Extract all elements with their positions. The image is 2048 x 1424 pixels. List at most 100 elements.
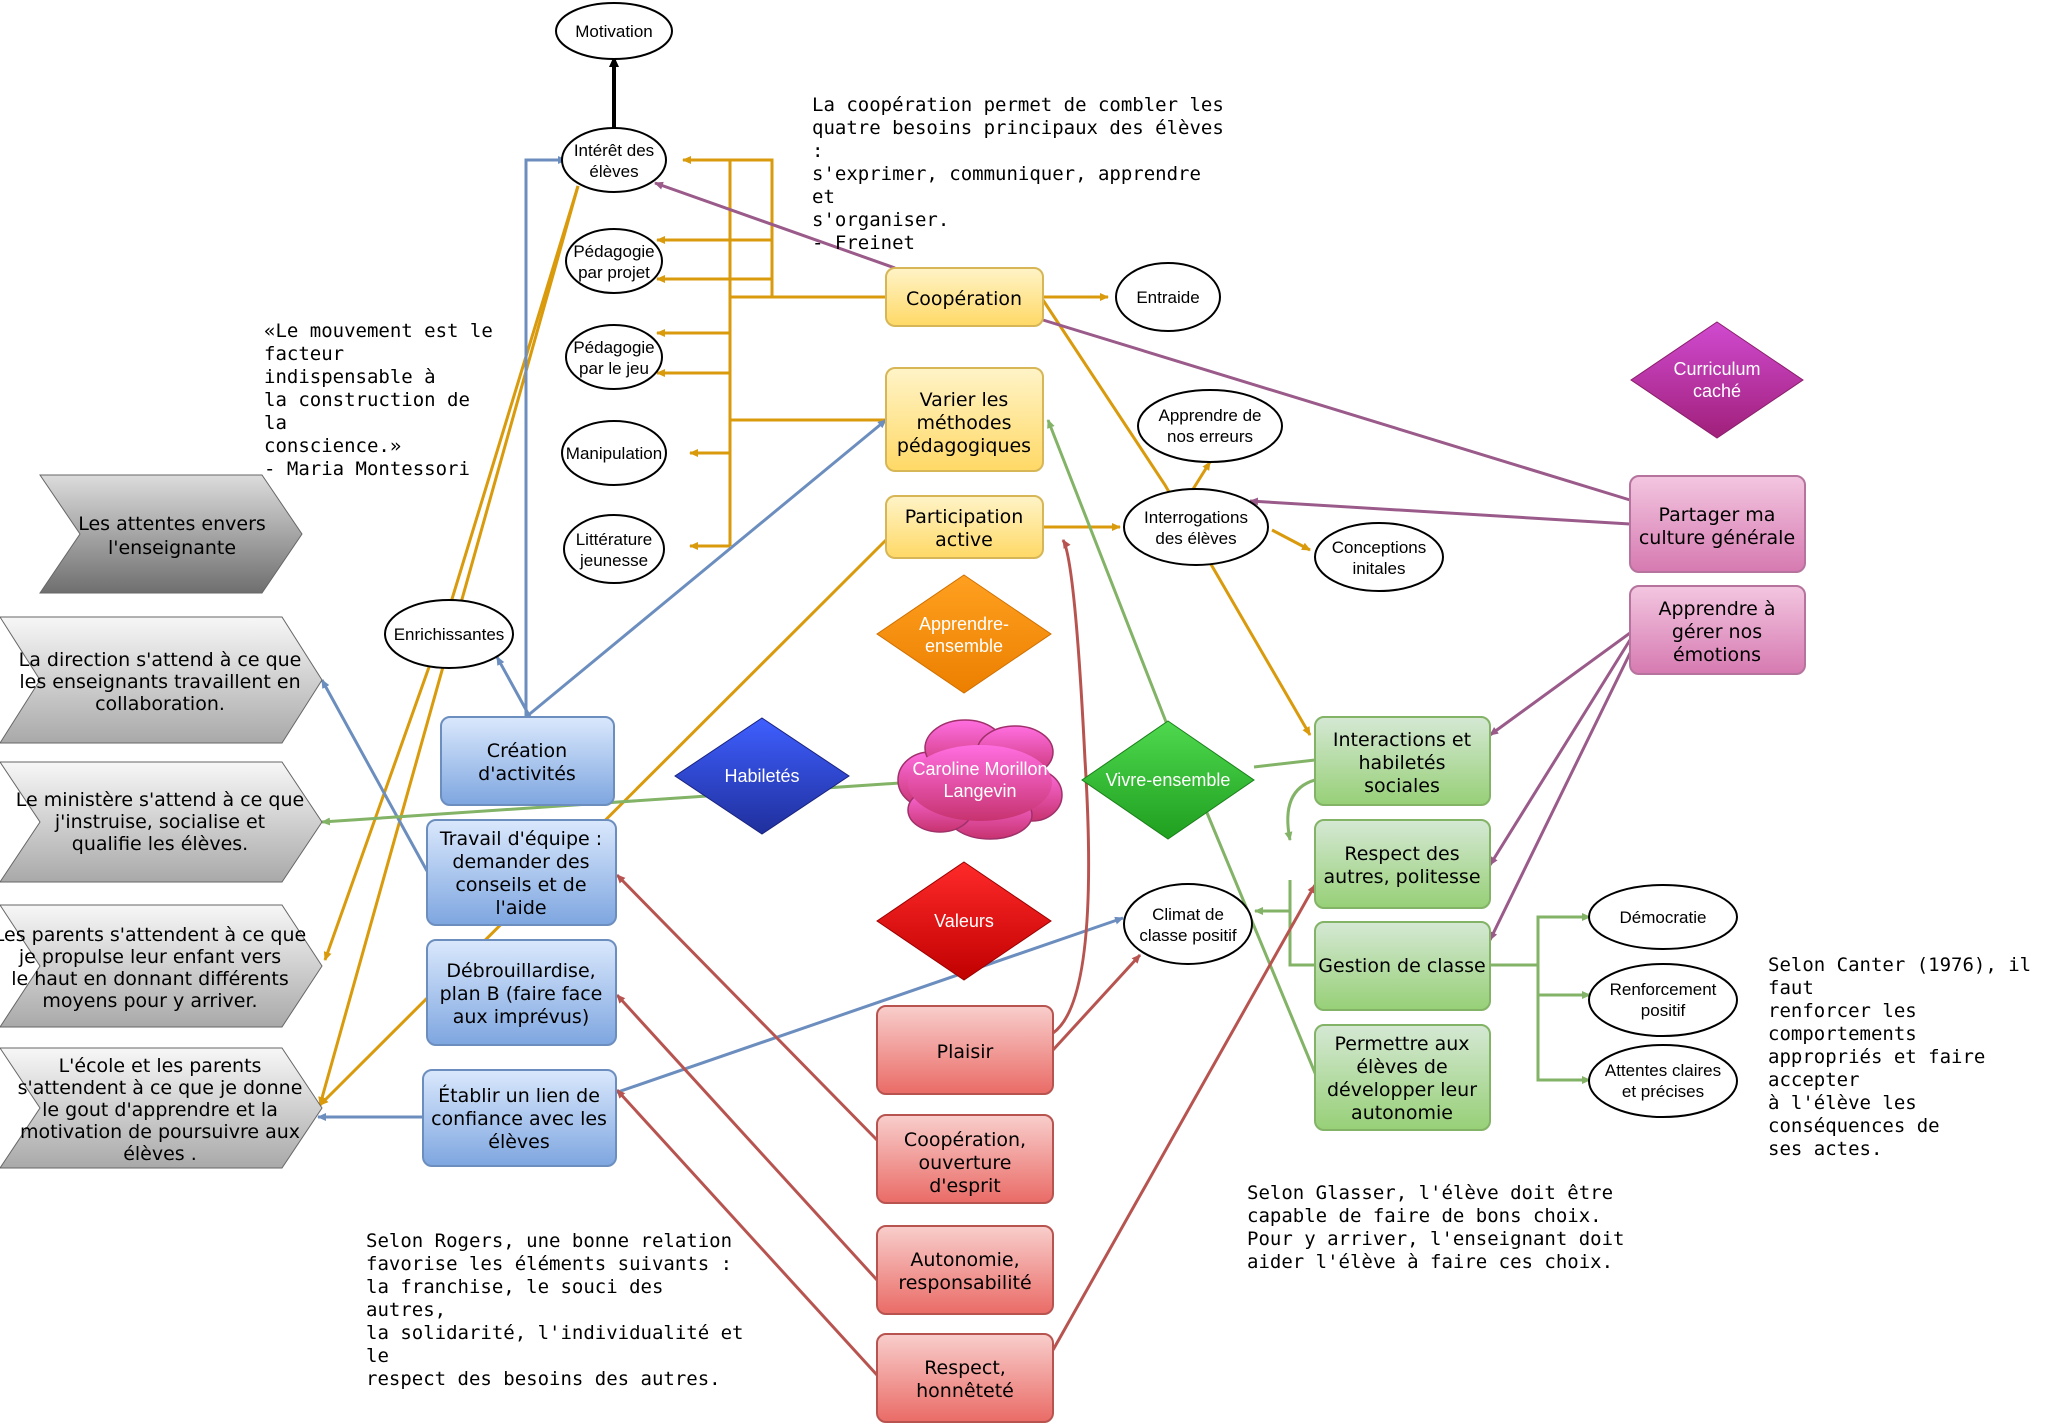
edge-cooperation-jeu xyxy=(656,295,772,337)
edge-gerer-respect xyxy=(1488,639,1632,866)
svg-text:Vivre-ensemble: Vivre-ensemble xyxy=(1106,770,1231,790)
svg-text:Manipulation: Manipulation xyxy=(566,444,662,463)
edge-creation-varier xyxy=(525,418,887,719)
edge-partager-interrogations xyxy=(1249,497,1631,526)
quote-canter: Selon Canter (1976), il faut renforcer l… xyxy=(1768,954,2032,1160)
edge-plaisir-climat xyxy=(1051,953,1142,1052)
edge-vivre-interactions xyxy=(1253,758,1316,769)
edge-respect-respectautres xyxy=(1051,884,1317,1351)
edge-cooperation-travail xyxy=(615,873,879,1142)
diamond-apprendre-ensemble: Apprendre-ensemble xyxy=(876,574,1052,694)
edge-gestion-trunk xyxy=(1490,913,1591,967)
box-gestion-classe: Gestion de classe xyxy=(1314,921,1491,1011)
svg-text:Enrichissantes: Enrichissantes xyxy=(394,625,505,644)
ellipse-motivation: Motivation xyxy=(555,2,673,60)
box-cooperation: Coopération xyxy=(885,267,1044,327)
svg-text:Gestion de classe: Gestion de classe xyxy=(1318,955,1485,977)
edge-interactions-respect xyxy=(1284,778,1316,841)
edge-gestion-respect xyxy=(1288,880,1315,967)
edge-interrogations-conceptions xyxy=(1271,528,1311,552)
box-plaisir: Plaisir xyxy=(876,1005,1054,1095)
edge-vivre-varier xyxy=(1046,419,1170,728)
quote-freinet: La coopération permet de combler les qua… xyxy=(812,94,1224,254)
box-respect-honnetete: Respect,honnêteté xyxy=(876,1333,1054,1423)
edge-respect-lien xyxy=(615,1088,879,1377)
svg-text:Apprendre-ensemble: Apprendre-ensemble xyxy=(919,614,1009,656)
edge-partager-cooperation xyxy=(1042,318,1631,502)
svg-text:Entraide: Entraide xyxy=(1136,288,1199,307)
ellipse-enrichissantes: Enrichissantes xyxy=(384,599,514,669)
svg-text:Autonomie,responsabilité: Autonomie,responsabilité xyxy=(898,1249,1031,1294)
box-autonomie-responsabilite: Autonomie,responsabilité xyxy=(876,1225,1054,1315)
edge-creation-enrichissantes xyxy=(495,656,532,718)
edge-gestion-attentes xyxy=(1536,995,1591,1084)
edge-gerer-interactions xyxy=(1489,631,1631,737)
edge-lien-climat xyxy=(614,916,1124,1095)
edge-cooperation-purple xyxy=(654,181,896,270)
svg-text:Habiletés: Habiletés xyxy=(724,766,799,786)
ellipse-entraide: Entraide xyxy=(1115,262,1221,332)
svg-text:Coopération: Coopération xyxy=(906,288,1022,310)
edge-gerer-gestion xyxy=(1488,644,1636,941)
svg-text:Valeurs: Valeurs xyxy=(934,911,994,931)
edge-gestion-renforcement xyxy=(1536,965,1591,999)
edge-autonomie-debrouillardise xyxy=(615,993,879,1282)
diamond-vivre-ensemble: Vivre-ensemble xyxy=(1081,720,1255,840)
quote-montessori: «Le mouvement est le facteur indispensab… xyxy=(264,320,493,480)
diamond-valeurs: Valeurs xyxy=(876,861,1052,981)
diamond-habiletes: Habiletés xyxy=(674,717,850,835)
ellipse-manipulation: Manipulation xyxy=(561,420,667,486)
svg-text:Démocratie: Démocratie xyxy=(1620,908,1707,927)
edge-vivre-permettre xyxy=(1203,807,1322,1086)
svg-text:Motivation: Motivation xyxy=(575,22,652,41)
ellipse-democratie: Démocratie xyxy=(1588,884,1738,950)
svg-text:Le ministère s'attend à ce que: Le ministère s'attend à ce quej'instruis… xyxy=(16,789,304,855)
edge-cooperation-interet xyxy=(682,156,886,299)
